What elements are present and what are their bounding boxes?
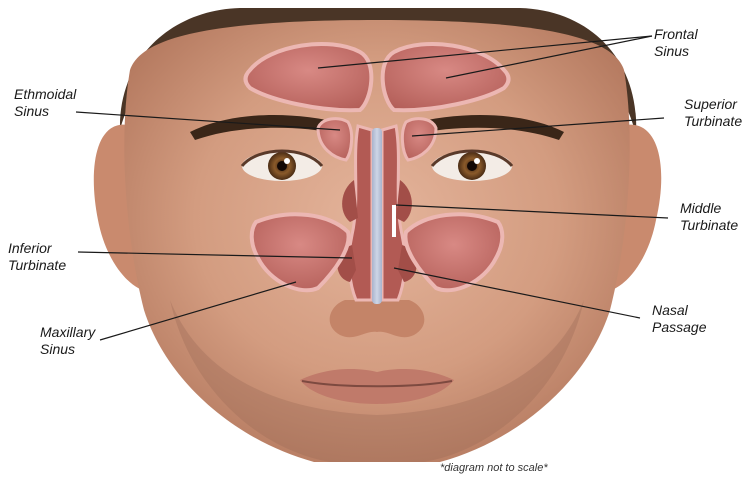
nose (330, 300, 425, 337)
label-inferior-line2: Turbinate (8, 257, 66, 274)
label-nasal-passage: Nasal Passage (652, 302, 706, 336)
label-frontal-line1: Frontal (654, 26, 698, 43)
label-middle-turbinate: Middle Turbinate (680, 200, 738, 234)
label-superior-line1: Superior (684, 96, 742, 113)
label-superior-turbinate: Superior Turbinate (684, 96, 742, 130)
label-frontal-line2: Sinus (654, 43, 698, 60)
label-superior-line2: Turbinate (684, 113, 742, 130)
scale-note: *diagram not to scale* (440, 462, 548, 474)
label-inferior-turbinate: Inferior Turbinate (8, 240, 66, 274)
middle-turbinate-marker (392, 205, 396, 237)
label-maxillary-sinus: Maxillary Sinus (40, 324, 95, 358)
label-inferior-line1: Inferior (8, 240, 66, 257)
label-maxillary-line1: Maxillary (40, 324, 95, 341)
label-nasal-line2: Passage (652, 319, 706, 336)
label-frontal-sinus: Frontal Sinus (654, 26, 698, 60)
label-maxillary-line2: Sinus (40, 341, 95, 358)
label-middle-line2: Turbinate (680, 217, 738, 234)
label-nasal-line1: Nasal (652, 302, 706, 319)
nasal-septum (372, 128, 382, 304)
label-ethmoidal-line1: Ethmoidal (14, 86, 76, 103)
label-middle-line1: Middle (680, 200, 738, 217)
label-ethmoidal-line2: Sinus (14, 103, 76, 120)
label-ethmoidal-sinus: Ethmoidal Sinus (14, 86, 76, 120)
